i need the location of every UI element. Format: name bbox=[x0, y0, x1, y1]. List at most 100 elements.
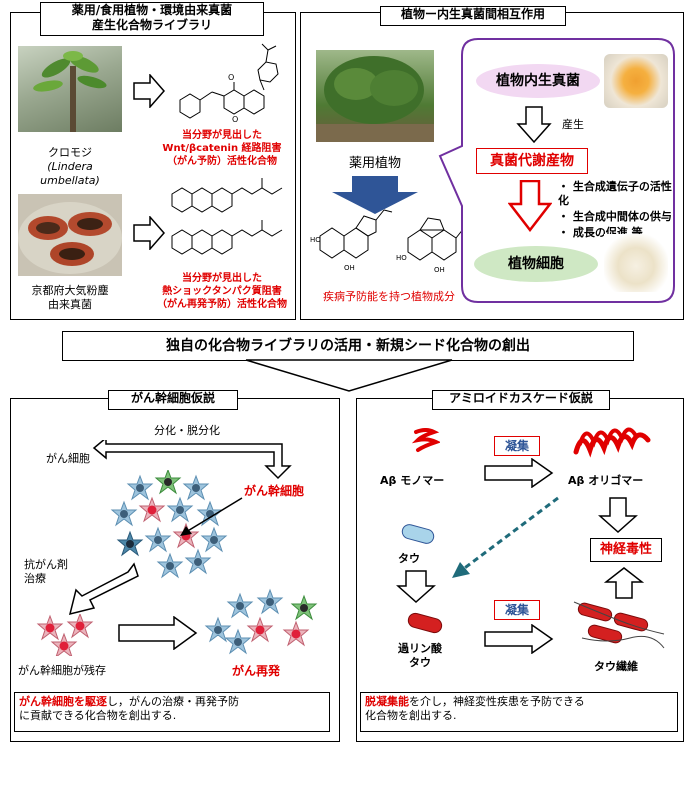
svg-text:O: O bbox=[228, 73, 234, 82]
arrow-produce bbox=[516, 106, 552, 144]
summary-text-2: に貢献できる化合物を創出する. bbox=[19, 709, 177, 722]
plant-cell-oval: 植物細胞 bbox=[474, 246, 598, 282]
aggregation-label-1: 凝集 bbox=[504, 439, 529, 453]
fungus-culture-image bbox=[18, 202, 122, 274]
summary-red-text: がん幹細胞を駆逐 bbox=[19, 695, 107, 708]
plant-compounds-structures: HO OH HO OH bbox=[310, 209, 467, 274]
banner-label: 独自の化合物ライブラリの活用・新規シード化合物の創出 bbox=[166, 338, 530, 354]
plant-cell-label: 植物細胞 bbox=[508, 256, 564, 272]
cancer-stem-cell-label: がん幹細胞 bbox=[244, 484, 305, 498]
relapse-arrow bbox=[118, 616, 198, 650]
svg-text:HO: HO bbox=[396, 254, 407, 262]
amyloid-title: アミロイドカスケード仮説 bbox=[432, 390, 610, 410]
medicinal-plant-photo bbox=[316, 50, 434, 142]
plant-cell-photo bbox=[604, 234, 668, 292]
metabolite-label: 真菌代謝産物 bbox=[490, 153, 574, 169]
compound1-line1: 当分野が見出した bbox=[182, 130, 262, 141]
compound1-line2: Wnt/βcatenin 経路阻害 bbox=[162, 143, 282, 154]
amyloid-summary: 脱凝集能を介し，神経変性疾患を予防できる 化合物を創出する. bbox=[360, 692, 678, 732]
compound1-description: 当分野が見出した Wnt/βcatenin 経路阻害 （がん予防）活性化合物 bbox=[150, 129, 294, 168]
arrow-plant-to-compound bbox=[133, 74, 165, 108]
library-title-line1: 薬用/食用植物・環境由来真菌 bbox=[71, 3, 233, 17]
cancer-stem-title: がん幹細胞仮説 bbox=[108, 390, 238, 410]
relapse-label: がん再発 bbox=[232, 664, 281, 678]
monomer-label: Aβ モノマー bbox=[380, 474, 445, 487]
arrow-fungus-to-compound bbox=[133, 216, 165, 250]
aggregation-box-1: 凝集 bbox=[494, 436, 540, 456]
central-banner: 独自の化合物ライブラリの活用・新規シード化合物の創出 bbox=[62, 331, 634, 361]
library-title-line2: 産生化合物ライブラリ bbox=[91, 18, 212, 32]
oligomer-label: Aβ オリゴマー bbox=[568, 474, 644, 487]
produce-label: 産生 bbox=[562, 118, 584, 131]
anticancer-drug-label: 抗がん剤 治療 bbox=[24, 558, 68, 586]
fungus-label-line2: 由来真菌 bbox=[48, 298, 92, 311]
tau-label: タウ bbox=[398, 552, 420, 565]
oligomer-squiggle bbox=[573, 427, 651, 458]
remain-label: がん幹細胞が残存 bbox=[18, 664, 106, 677]
remaining-stem-cells bbox=[37, 614, 93, 656]
monomer-squiggle bbox=[412, 428, 440, 452]
tau-down-arrow bbox=[396, 570, 436, 604]
compound2-structure bbox=[171, 178, 283, 255]
treatment-arrow bbox=[68, 562, 139, 616]
cancer-summary: がん幹細胞を駆逐し，がんの治療・再発予防 に貢献できる化合物を創出する. bbox=[14, 692, 330, 732]
aggregation-arrow-1 bbox=[484, 458, 554, 488]
cancer-cell-label: がん細胞 bbox=[46, 452, 90, 465]
drug-line2: 治療 bbox=[24, 572, 46, 585]
compound2-description: 当分野が見出した 熱ショックタンパク質阻害 （がん再発予防）活性化合物 bbox=[150, 272, 294, 311]
phospho-line1: 過リン酸 bbox=[398, 642, 442, 655]
fungus-label-line1: 京都府大気粉塵 bbox=[31, 284, 109, 297]
dashed-interaction-arrow bbox=[452, 496, 559, 578]
endophyte-culture-photo bbox=[604, 54, 668, 108]
aggregation-box-2: 凝集 bbox=[494, 600, 540, 620]
compound2-line3: （がん再発予防）活性化合物 bbox=[157, 299, 287, 310]
kuromoji-latin: (Lindera umbellata) bbox=[40, 160, 100, 187]
summary-text-1: し，がんの治療・再発予防 bbox=[107, 695, 239, 708]
medicinal-plant-label: 薬用植物 bbox=[348, 156, 401, 171]
kuromoji-photo bbox=[18, 46, 122, 132]
fiber-to-toxicity-arrow bbox=[604, 567, 644, 599]
kuromoji-label: クロモジ bbox=[48, 146, 92, 159]
compound1-structure: O O bbox=[179, 43, 279, 124]
phospho-line2: タウ bbox=[409, 656, 431, 669]
amyloid-summary-text-2: 化合物を創出する. bbox=[365, 709, 457, 722]
interaction-panel-title: 植物ー内生真菌間相互作用 bbox=[380, 6, 566, 26]
aggregation-label-2: 凝集 bbox=[504, 603, 529, 617]
banner-down-arrow bbox=[245, 359, 453, 392]
amyloid-summary-text-1: を介し，神経変性疾患を予防できる bbox=[409, 695, 585, 708]
toxicity-label: 神経毒性 bbox=[599, 542, 652, 557]
tau-fiber-label: タウ繊維 bbox=[594, 660, 638, 673]
red-hollow-arrow bbox=[508, 180, 552, 232]
svg-text:OH: OH bbox=[434, 266, 445, 274]
plant-shrub-image bbox=[316, 56, 434, 142]
relapsed-tumor bbox=[205, 589, 317, 654]
oligomer-to-toxicity-arrow bbox=[598, 497, 638, 534]
fungus-photo bbox=[18, 194, 122, 276]
effect-item-1: ・ 生合成遺伝子の活性化 bbox=[558, 180, 672, 207]
effects-list: ・ 生合成遺伝子の活性化 ・ 生合成中間体の供与 ・ 成長の促進 等 bbox=[558, 180, 678, 240]
metabolite-box: 真菌代謝産物 bbox=[476, 148, 588, 174]
toxicity-box: 神経毒性 bbox=[590, 538, 662, 562]
kuromoji-leaves-image bbox=[33, 51, 107, 132]
aggregation-arrow-2 bbox=[484, 624, 554, 654]
svg-text:O: O bbox=[232, 115, 238, 124]
blue-down-arrow bbox=[332, 176, 418, 214]
amyloid-summary-red: 脱凝集能 bbox=[365, 695, 409, 708]
endophyte-oval: 植物内生真菌 bbox=[476, 64, 600, 98]
effect-item-2: ・ 生合成中間体の供与 bbox=[558, 210, 672, 223]
svg-text:OH: OH bbox=[344, 264, 355, 272]
compound2-line2: 熱ショックタンパク質阻害 bbox=[162, 286, 282, 297]
stem-cell-pointer bbox=[180, 497, 243, 536]
differentiation-label: 分化・脱分化 bbox=[154, 424, 220, 437]
library-panel-title: 薬用/食用植物・環境由来真菌 産生化合物ライブラリ bbox=[40, 2, 264, 36]
tau-fibers bbox=[573, 601, 665, 649]
endophyte-label: 植物内生真菌 bbox=[496, 73, 580, 89]
tau-cylinder bbox=[401, 524, 435, 544]
differentiation-arrow bbox=[92, 440, 292, 480]
phosphorylated-tau-label: 過リン酸 タウ bbox=[384, 642, 456, 670]
compound1-line3: （がん予防）活性化合物 bbox=[167, 156, 277, 167]
drug-line1: 抗がん剤 bbox=[24, 558, 68, 571]
compound2-line1: 当分野が見出した bbox=[182, 273, 262, 284]
disease-prevention-label: 疾病予防能を持つ植物成分 bbox=[323, 290, 455, 303]
svg-text:HO: HO bbox=[310, 236, 321, 244]
